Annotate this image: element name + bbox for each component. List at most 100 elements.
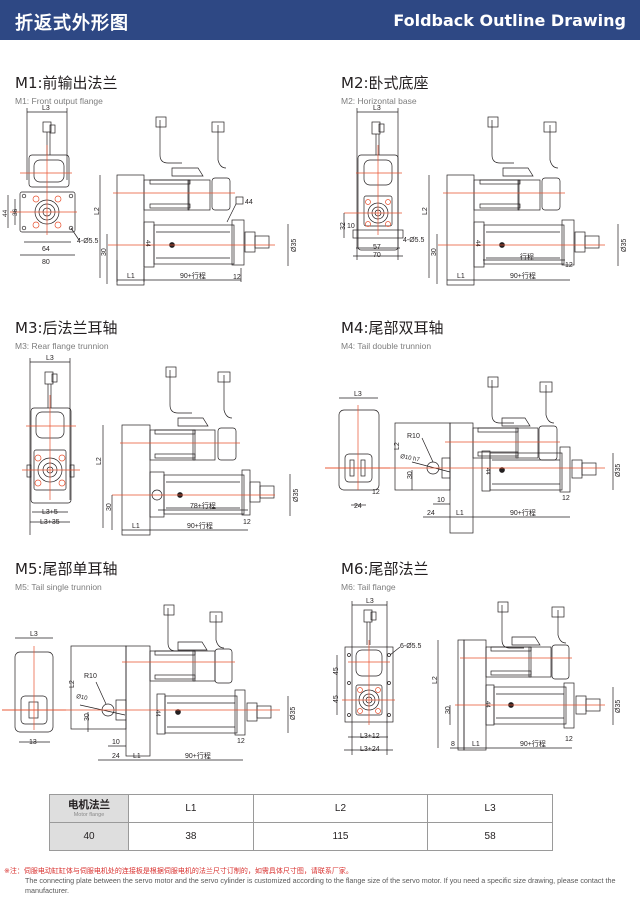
dim-12: 12 — [565, 736, 573, 743]
header-title-en: Foldback Outline Drawing — [393, 11, 626, 30]
section-title: M3:后法兰耳轴 — [15, 319, 118, 337]
section-m4-heading: M4:尾部双耳轴 M4: Tail double trunnion — [341, 317, 640, 351]
dim-12: 12 — [372, 489, 380, 496]
dim-45-bottom: 45 — [333, 695, 340, 703]
dim-dia35: Ø35 — [291, 239, 298, 252]
footnote-cn: ※注：伺服电动缸缸体与伺服电机处的连接板是根据伺服电机的法兰尺寸订制的，如需具体… — [4, 867, 353, 875]
dim-24: 24 — [112, 753, 120, 760]
dim-44-side: 44 — [154, 710, 160, 717]
dim-l3: L3 — [30, 631, 38, 638]
dim-10: 10 — [437, 497, 445, 504]
dim-12: 12 — [565, 262, 573, 269]
dim-l3: L3 — [46, 355, 54, 362]
dim-10: 10 — [347, 223, 355, 230]
table-cell-flange: 40 — [49, 822, 129, 851]
dim-30: 30 — [431, 248, 438, 256]
dim-l3-plus-12: L3+12 — [360, 733, 380, 740]
m3-side-view: L2 30 Ø35 12 78+行程 L1 90+行程 — [96, 366, 300, 536]
dim-l2: L2 — [432, 676, 439, 684]
m2-drawing: L3 32 10 57 70 4-Ø5.5 L2 — [340, 105, 628, 286]
section-subtitle: M3: Rear flange trunnion — [15, 341, 109, 351]
dim-l3: L3 — [42, 105, 50, 112]
dim-12: 12 — [237, 738, 245, 745]
dim-r10: R10 — [407, 433, 420, 440]
dim-l1: L1 — [133, 753, 141, 760]
page-header: 折返式外形图 Foldback Outline Drawing — [0, 0, 640, 40]
dim-30: 30 — [101, 248, 108, 256]
dim-l2: L2 — [94, 207, 101, 215]
section-subtitle: M5: Tail single trunnion — [15, 582, 102, 592]
dim-45-top: 45 — [333, 667, 340, 675]
m1-drawing: L3 44 36 64 80 4-Ø5.5 L2 — [2, 105, 298, 286]
dim-dia35: Ø35 — [621, 239, 628, 252]
m2-front-view: L3 32 10 57 70 4-Ø5.5 — [340, 105, 425, 260]
table-header-l2: L2 — [252, 794, 429, 823]
dim-l1: L1 — [127, 273, 135, 280]
footnote-en: The connecting plate between the servo m… — [25, 876, 616, 895]
section-title: M1:前输出法兰 — [15, 74, 118, 92]
m6-side-view: L2 44 30 Ø35 12 8 L1 90+行程 — [432, 601, 622, 751]
dim-stroke: 90+行程 — [180, 271, 206, 280]
dim-l1: L1 — [456, 510, 464, 517]
header-title-cn: 折返式外形图 — [15, 13, 129, 34]
dimension-table: 电机法兰 Motor flange L1 L2 L3 40 38 115 58 — [49, 794, 553, 851]
m4-side-view: L2 R10 Ø10 h7 44 30 Ø35 12 10 24 L1 90+行 — [325, 376, 622, 534]
table-header-l1: L1 — [128, 794, 254, 823]
section-subtitle: M6: Tail flange — [341, 582, 396, 592]
table-row: 40 38 115 58 — [49, 822, 553, 851]
table-header-l3: L3 — [427, 794, 553, 823]
dim-12: 12 — [233, 274, 241, 281]
section-title: M6:尾部法兰 — [341, 560, 429, 578]
dim-holes: 4-Ø5.5 — [403, 237, 425, 244]
dim-30: 30 — [84, 713, 91, 721]
dim-24-side: 24 — [427, 510, 435, 517]
section-subtitle: M1: Front output flange — [15, 96, 103, 106]
section-title: M2:卧式底座 — [341, 74, 429, 92]
dim-dia35: Ø35 — [615, 464, 622, 477]
dim-dia35: Ø35 — [293, 489, 300, 502]
section-title: M4:尾部双耳轴 — [341, 319, 444, 337]
dim-l3-plus-35: L3+35 — [40, 519, 60, 526]
section-m2-heading: M2:卧式底座 M2: Horizontal base — [341, 72, 640, 106]
dim-44-side: 44 — [144, 240, 150, 247]
dim-holes: 6-Ø5.5 — [400, 643, 422, 650]
section-m5-heading: M5:尾部单耳轴 M5: Tail single trunnion — [15, 558, 325, 592]
dim-holes: 4-Ø5.5 — [77, 238, 99, 245]
dim-8: 8 — [451, 741, 455, 748]
dim-stroke: 90+行程 — [510, 271, 536, 280]
dim-44-side: 44 — [484, 468, 490, 475]
dim-24: 24 — [354, 503, 362, 510]
dim-pin: Ø10 — [76, 694, 89, 702]
dim-stroke: 90+行程 — [510, 508, 536, 517]
dim-l2: L2 — [394, 442, 401, 450]
dim-30: 30 — [407, 471, 414, 479]
m2-side-view: L2 44 30 Ø35 行程 12 L1 90+行程 — [422, 116, 628, 286]
dim-l2: L2 — [69, 680, 76, 688]
dim-r10: R10 — [84, 673, 97, 680]
m3-drawing: L3 L3+5 L3+35 L2 — [22, 355, 300, 536]
section-m3-heading: M3:后法兰耳轴 M3: Rear flange trunnion — [15, 317, 325, 351]
dim-stroke-78: 78+行程 — [190, 501, 216, 510]
dim-l1: L1 — [132, 523, 140, 530]
m4-drawing: L3 12 24 L2 R10 Ø10 h7 44 — [325, 376, 622, 534]
dim-dia35: Ø35 — [290, 707, 297, 720]
dim-stroke: 90+行程 — [185, 751, 211, 760]
dim-l3-plus-5: L3+5 — [42, 509, 58, 516]
dim-l3-plus-24: L3+24 — [360, 746, 380, 753]
dim-70: 70 — [373, 252, 381, 259]
dim-l1: L1 — [472, 741, 480, 748]
dim-64: 64 — [42, 246, 50, 253]
table-cell-l3: 58 — [427, 822, 553, 851]
footnote: ※注：伺服电动缸缸体与伺服电机处的连接板是根据伺服电机的法兰尺寸订制的，如需具体… — [4, 866, 624, 896]
table-header-row: 电机法兰 Motor flange L1 L2 L3 — [49, 794, 553, 823]
dim-44-side: 44 — [474, 240, 480, 247]
dim-44: 44 — [2, 209, 9, 217]
dim-l3: L3 — [354, 391, 362, 398]
dim-square-44: 44 — [245, 199, 253, 206]
dim-stroke: 90+行程 — [520, 739, 546, 748]
dim-l3: L3 — [373, 105, 381, 112]
m1-front-view: L3 44 36 64 80 4-Ø5.5 — [2, 105, 99, 266]
dim-13: 13 — [29, 739, 37, 746]
section-subtitle: M2: Horizontal base — [341, 96, 417, 106]
dim-12: 12 — [243, 519, 251, 526]
